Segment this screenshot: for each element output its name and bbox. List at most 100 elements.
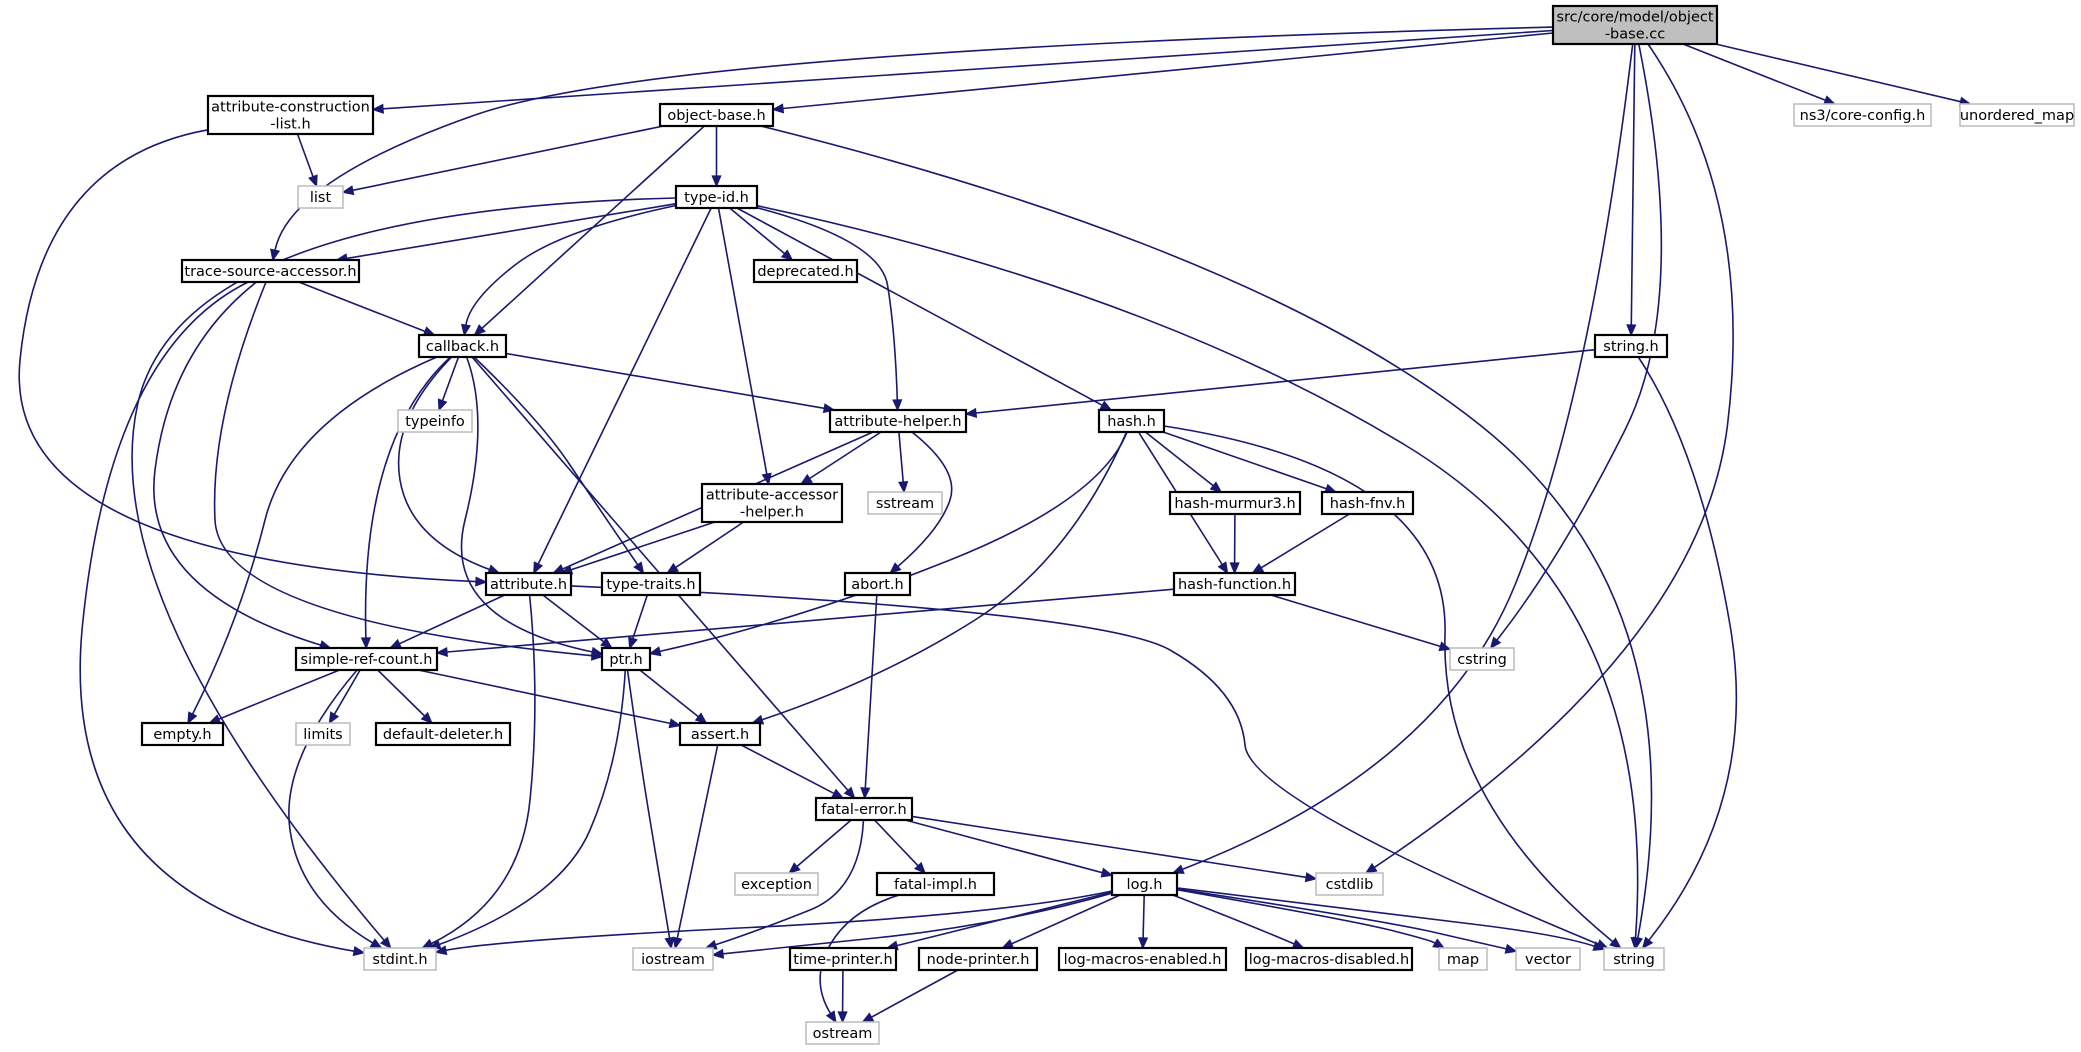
edge-line: [1142, 894, 1145, 939]
node-box: [600, 646, 652, 672]
node-label: log-macros-enabled.h: [1064, 952, 1222, 968]
node-hash-function[interactable]: hash-function.h: [1172, 571, 1297, 597]
edge-line: [1176, 887, 1595, 947]
node-label: hash-fnv.h: [1330, 496, 1406, 512]
arrowhead: [341, 185, 355, 196]
node-hash-fnv[interactable]: hash-fnv.h: [1320, 490, 1415, 516]
node-vector: vector: [1515, 947, 1581, 971]
edge-line: [1011, 894, 1121, 945]
node-default-deleter[interactable]: default-deleter.h: [374, 721, 512, 747]
edge-line: [1682, 43, 1826, 102]
node-trace-source-accessor[interactable]: trace-source-accessor.h: [180, 258, 361, 284]
arrowhead: [843, 786, 856, 800]
node-label: hash.h: [1107, 414, 1156, 430]
node-label: log.h: [1127, 877, 1163, 893]
node-ostream: ostream: [805, 1021, 880, 1045]
arrowhead: [1364, 862, 1378, 874]
node-assert[interactable]: assert.h: [678, 721, 762, 747]
node-hash[interactable]: hash.h: [1097, 408, 1166, 434]
edge-type-id-to-attribute: [533, 207, 712, 575]
node-label: iostream: [641, 952, 705, 968]
node-label: node-printer.h: [927, 952, 1030, 968]
arrowhead: [914, 861, 927, 875]
node-cstring: cstring: [1449, 647, 1515, 671]
node-box: [1515, 947, 1581, 971]
edge-line: [1373, 43, 1734, 869]
node-label: ns3/core-config.h: [1800, 108, 1926, 124]
edge-line: [819, 894, 900, 1014]
edge-line: [796, 819, 852, 868]
edge-line: [1176, 888, 1507, 950]
node-deprecated[interactable]: deprecated.h: [752, 258, 859, 284]
node-log[interactable]: log.h: [1110, 871, 1179, 897]
node-simple-ref-count[interactable]: simple-ref-count.h: [294, 646, 439, 672]
node-box: [1244, 946, 1414, 972]
edge-line: [364, 356, 452, 639]
node-map: map: [1438, 947, 1488, 971]
node-box: [1593, 333, 1669, 359]
node-label: fatal-impl.h: [894, 877, 977, 893]
edge-line: [218, 669, 340, 720]
node-label: src/core/model/object: [1556, 10, 1713, 26]
arrowhead: [711, 948, 725, 959]
edge-hash-to-string: [1163, 425, 1622, 949]
node-box: [417, 333, 508, 359]
node-hash-murmur3[interactable]: hash-murmur3.h: [1168, 490, 1302, 516]
edge-line: [377, 669, 426, 717]
node-label: ostream: [813, 1026, 873, 1042]
edge-line: [782, 32, 1554, 110]
node-box: [1110, 871, 1179, 897]
node-fatal-impl[interactable]: fatal-impl.h: [875, 871, 996, 897]
node-label: attribute-construction: [211, 100, 370, 116]
node-label: callback.h: [426, 339, 499, 355]
edge-line: [473, 356, 639, 566]
edge-line: [213, 281, 593, 657]
node-ptr[interactable]: ptr.h: [600, 646, 652, 672]
node-object-base-h[interactable]: object-base.h: [658, 102, 775, 128]
node-label: typeinfo: [405, 414, 465, 430]
node-label: trace-source-accessor.h: [184, 264, 356, 280]
edge-line: [446, 588, 1175, 653]
edge-attribute-helper-to-sstream: [898, 431, 909, 494]
node-string-h[interactable]: string.h: [1593, 333, 1669, 359]
node-empty[interactable]: empty.h: [140, 721, 225, 747]
arrowhead: [600, 637, 613, 649]
node-log-macros-enabled[interactable]: log-macros-enabled.h: [1057, 946, 1228, 972]
edge-object-base-cc-to-string-h: [1626, 43, 1637, 337]
edge-line: [1270, 594, 1441, 648]
edge-line: [352, 125, 664, 192]
node-attribute-helper[interactable]: attribute-helper.h: [828, 408, 968, 434]
node-node-printer[interactable]: node-printer.h: [917, 946, 1039, 972]
edge-line: [740, 744, 835, 795]
node-box: [805, 1021, 880, 1045]
node-unordered-map: unordered_map: [1959, 103, 2075, 127]
edge-type-id-to-deprecated: [729, 207, 794, 261]
node-attr-construction-list[interactable]: attribute-construction-list.h: [206, 94, 375, 136]
edge-line: [131, 197, 677, 941]
node-box: [1603, 947, 1665, 971]
arrowhead: [1229, 562, 1240, 575]
node-object-base-cc[interactable]: src/core/model/object-base.cc: [1551, 4, 1719, 46]
edge-line: [659, 431, 1128, 653]
node-box: [180, 258, 361, 284]
edge-line: [445, 890, 1113, 952]
node-callback[interactable]: callback.h: [417, 333, 508, 359]
edge-log-to-iostream: [711, 892, 1113, 959]
node-fatal-error[interactable]: fatal-error.h: [814, 796, 914, 822]
edge-object-base-cc-to-cstdlib: [1364, 43, 1734, 874]
node-log-macros-disabled[interactable]: log-macros-disabled.h: [1244, 946, 1414, 972]
edge-time-printer-to-ostream: [837, 969, 848, 1024]
edge-attribute-to-simple-ref-count: [388, 594, 506, 649]
node-type-id[interactable]: type-id.h: [674, 184, 759, 210]
node-attr-accessor-helper[interactable]: attribute-accessor-helper.h: [700, 482, 844, 524]
node-attribute[interactable]: attribute.h: [484, 571, 573, 597]
arrowhead: [898, 481, 909, 494]
edge-callback-to-typeinfo: [437, 356, 460, 412]
node-type-traits[interactable]: type-traits.h: [600, 571, 702, 597]
node-box: [1097, 408, 1166, 434]
node-abort[interactable]: abort.h: [843, 571, 912, 597]
node-label: cstdlib: [1326, 877, 1374, 893]
node-time-printer[interactable]: time-printer.h: [788, 946, 898, 972]
edge-log-to-vector: [1176, 888, 1518, 954]
node-box: [1172, 571, 1297, 597]
